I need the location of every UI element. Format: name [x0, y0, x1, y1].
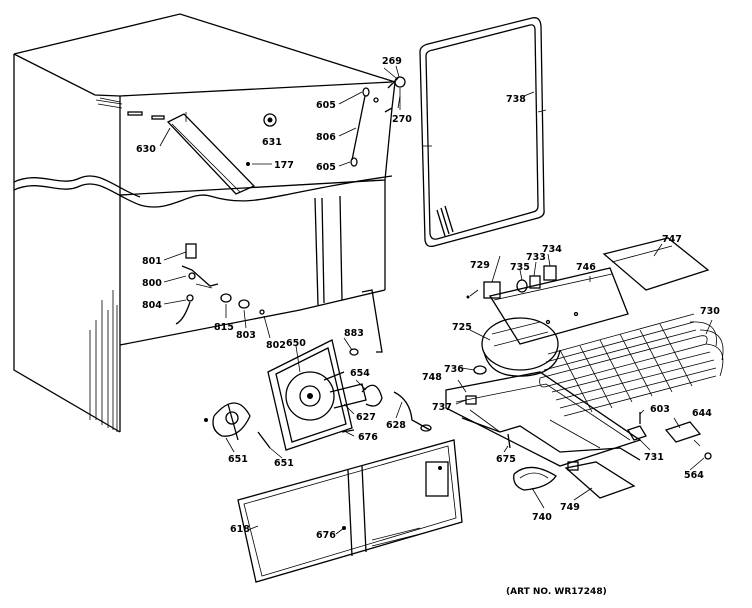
thermostat-hardware-drawing	[175, 243, 265, 325]
part-label-644: 644	[692, 408, 712, 419]
part-label-631: 631	[262, 137, 282, 148]
part-label-738: 738	[506, 94, 526, 105]
part-label-815: 815	[214, 322, 234, 333]
art-number: (ART NO. WR17248)	[506, 587, 607, 597]
part-label-618: 618	[230, 524, 250, 535]
part-label-650: 650	[286, 338, 306, 349]
part-label-603: 603	[650, 404, 670, 415]
part-label-804: 804	[142, 300, 162, 311]
door-gasket-drawing	[419, 17, 547, 248]
part-label-740: 740	[532, 512, 552, 523]
part-label-605: 605	[316, 100, 336, 111]
part-label-675: 675	[496, 454, 516, 465]
part-label-605: 605	[316, 162, 336, 173]
part-labels: 269 270 605 806 605 631 177 630 738 747 …	[136, 56, 720, 541]
part-label-270: 270	[392, 114, 412, 125]
fan-motor-drawing	[204, 339, 432, 451]
part-label-747: 747	[662, 234, 682, 245]
part-label-654: 654	[350, 368, 370, 379]
part-label-627: 627	[356, 412, 376, 423]
cabinet-drawing	[13, 13, 406, 433]
part-label-746: 746	[576, 262, 596, 273]
part-label-725: 725	[452, 322, 472, 333]
part-label-883: 883	[344, 328, 364, 339]
part-label-731: 731	[644, 452, 664, 463]
part-label-651: 651	[274, 458, 294, 469]
part-label-729: 729	[470, 260, 490, 271]
part-label-803: 803	[236, 330, 256, 341]
part-label-734: 734	[542, 244, 562, 255]
part-label-806: 806	[316, 132, 336, 143]
part-label-736: 736	[444, 364, 464, 375]
leader-lines	[159, 67, 713, 535]
compressor-condenser-drawing	[445, 237, 724, 499]
part-label-630: 630	[136, 144, 156, 155]
part-label-800: 800	[142, 278, 162, 289]
part-label-177: 177	[274, 160, 294, 171]
part-label-737: 737	[432, 402, 452, 413]
part-label-269: 269	[382, 56, 402, 67]
part-label-802: 802	[266, 340, 286, 351]
part-label-733: 733	[526, 252, 546, 263]
part-label-564: 564	[684, 470, 704, 481]
part-label-748: 748	[422, 372, 442, 383]
part-label-628: 628	[386, 420, 406, 431]
part-label-676: 676	[358, 432, 378, 443]
part-label-749: 749	[560, 502, 580, 513]
bottom-panel-drawing	[237, 439, 463, 583]
part-label-676: 676	[316, 530, 336, 541]
part-label-651: 651	[228, 454, 248, 465]
part-label-730: 730	[700, 306, 720, 317]
part-label-801: 801	[142, 256, 162, 267]
part-label-735: 735	[510, 262, 530, 273]
